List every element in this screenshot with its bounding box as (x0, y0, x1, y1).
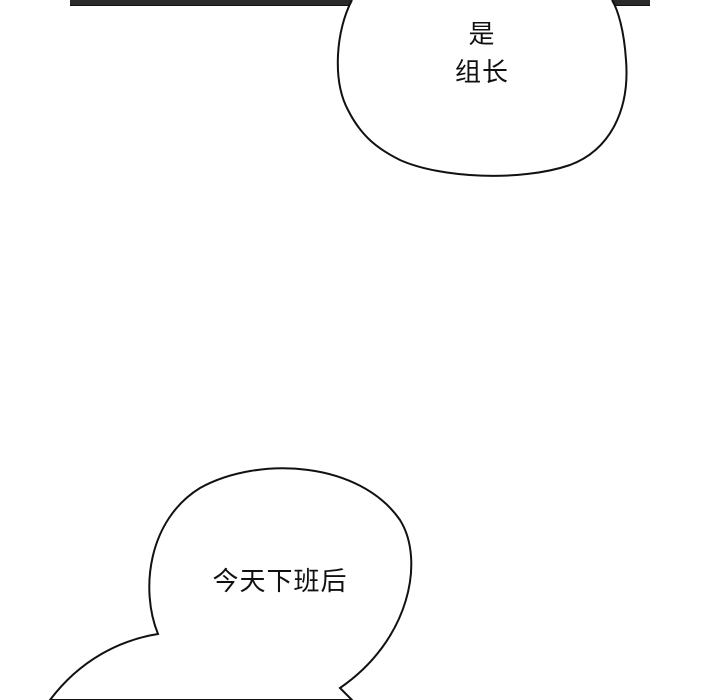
bubble-line: 今天下班后 (212, 567, 348, 597)
bubble-line: 是 (468, 20, 496, 50)
bubble-line: 组长 (454, 58, 509, 88)
speech-bubble-top-text: 是 组长 (432, 16, 532, 92)
speech-bubble-bottom-text: 今天下班后 (180, 563, 380, 601)
speech-bubble-bottom-outline (48, 467, 413, 700)
speech-bubble-top-outline (336, 0, 628, 177)
